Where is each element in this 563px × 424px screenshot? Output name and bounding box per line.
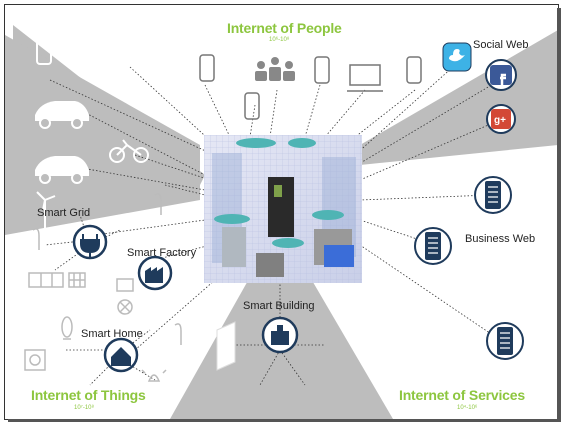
building-icon [261,316,299,354]
bulb-icon [61,316,73,340]
monitor-icon [349,64,381,86]
label-smart-building: Smart Building [243,300,315,312]
phone-icon [244,92,260,120]
things-range: 10⁷-10⁸ [74,405,95,411]
frame-shadow-right [557,8,561,421]
label-business-web: Business Web [465,233,536,245]
label-smart-home: Smart Home [81,328,143,340]
business-phone-icon [414,227,452,265]
people-icon [255,57,295,81]
title-internet-of-things: Internet of Things [31,387,146,403]
phone-icon [406,56,422,84]
label-smart-factory: Smart Factory [127,247,197,259]
phone-icon [314,56,330,84]
label-social-web: Social Web [473,39,529,51]
people-icons [36,37,140,65]
services-range: 10⁴-10⁶ [457,405,478,411]
label-smart-grid: Smart Grid [37,207,91,219]
svg-text:g+: g+ [494,115,506,126]
connector-lines [44,64,501,386]
facebook-icon [485,59,517,91]
solar-panel-icon [68,272,86,288]
medical-icon [114,39,140,65]
phone-icon [36,37,52,65]
thermostat-icon [32,193,182,345]
factory-icon [137,255,173,291]
alarm-icon [141,369,167,382]
phone-icon [199,54,215,82]
diagram-frame: g+ Int [4,4,559,420]
googleplus-icon: g+ [486,104,516,134]
electric-car-icon [35,156,89,184]
business-phone-icons [414,176,524,360]
plug-icon [72,224,108,260]
bicycle-icon [109,139,149,163]
factory-parts-icon [116,278,134,315]
diagram-canvas: g+ [5,25,558,419]
door-icon [216,321,236,371]
washing-machine-icon [24,349,46,371]
electric-car-icon [35,101,89,129]
central-system-image [204,135,362,283]
title-internet-of-people: Internet of People [227,20,342,36]
house-icon [103,337,139,373]
business-phone-icon [486,322,524,360]
business-phone-icon [474,176,512,214]
frame-shadow-bottom [8,419,561,422]
people-icons-dark [199,54,422,120]
meter-icon [28,272,64,288]
people-range: 10⁶-10⁸ [269,37,290,43]
wind-turbine-icon [36,191,56,230]
twitter-icon [442,42,472,72]
title-internet-of-services: Internet of Services [399,387,525,403]
central-collage [204,135,362,283]
left-wedge [5,35,200,235]
